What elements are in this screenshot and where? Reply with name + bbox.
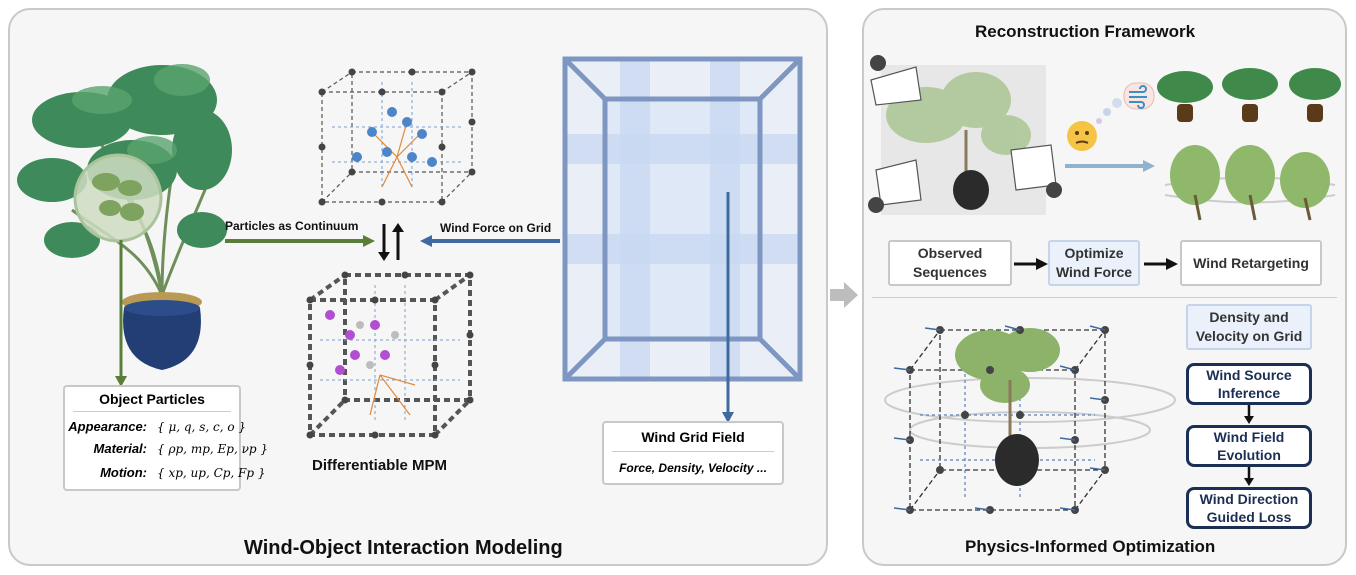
section-divider <box>872 297 1337 298</box>
particle-zoom-circle <box>73 153 163 243</box>
appearance-key: Appearance: <box>68 419 147 434</box>
appearance-value: { μ, q, s, c, o } <box>157 420 246 434</box>
retarget-arrow <box>1065 160 1155 172</box>
blue-left-arrow <box>420 235 560 247</box>
wind-direction-guided-loss-step: Wind Direction Guided Loss <box>1186 487 1312 529</box>
object-particles-title: Object Particles <box>99 391 205 407</box>
wind-source-inference-step: Wind Source Inference <box>1186 363 1312 405</box>
flow-arrow-2 <box>1144 258 1178 270</box>
wind-grid-field-title: Wind Grid Field <box>641 429 745 445</box>
step-arrow-1 <box>1244 405 1254 424</box>
physics-informed-optimization-title: Physics-Informed Optimization <box>965 537 1216 556</box>
material-row: Material: { ρp, mp, Ep, νp } <box>65 441 268 456</box>
observed-sequences-box: Observed Sequences <box>888 240 1012 286</box>
retargeted-plants <box>1157 68 1341 122</box>
wind-grid-box <box>562 56 803 382</box>
object-particles-box: Object Particles Appearance: { μ, q, s, c… <box>63 385 268 491</box>
green-right-arrow <box>225 235 375 247</box>
optimize-wind-force-box: Optimize Wind Force <box>1048 240 1140 286</box>
wind-field-evolution-step: Wind Field Evolution <box>1186 425 1312 467</box>
particle-grid-cube-top <box>318 68 476 206</box>
material-key: Material: <box>93 441 147 456</box>
motion-row: Motion: { xp, up, Cp, Fp } <box>65 465 266 480</box>
particles-as-continuum-label: Particles as Continuum <box>225 219 359 233</box>
differentiable-mpm-label: Differentiable MPM <box>312 457 448 474</box>
wind-icon <box>1123 82 1155 110</box>
density-velocity-box: Density and Velocity on Grid <box>1186 304 1312 350</box>
panel-connector-arrow <box>830 282 858 308</box>
green-down-arrow <box>115 240 127 387</box>
motion-value: { xp, up, Cp, Fp } <box>157 466 266 480</box>
flow-arrow-1 <box>1014 258 1048 270</box>
reconstruction-framework-title: Reconstruction Framework <box>975 22 1196 41</box>
appearance-row: Appearance: { μ, q, s, c, o } <box>65 419 246 434</box>
wind-grid-field-box: Wind Grid Field Force, Density, Velocity… <box>602 421 784 485</box>
bidirectional-arrows <box>378 223 404 261</box>
wind-grid-field-subtitle: Force, Density, Velocity ... <box>619 461 767 475</box>
wind-grid-down-arrow <box>722 192 734 423</box>
thinking-emoji <box>1067 121 1097 151</box>
mpm-grid-cube <box>306 271 474 439</box>
motion-key: Motion: <box>100 465 147 480</box>
retargeted-trees <box>1164 145 1336 221</box>
wind-retargeting-box: Wind Retargeting <box>1180 240 1322 286</box>
thought-bubbles <box>1096 98 1122 124</box>
wind-force-on-grid-label: Wind Force on Grid <box>440 221 552 235</box>
step-arrow-2 <box>1244 467 1254 486</box>
physics-grid-illustration <box>884 325 1176 514</box>
observed-scene-illustration <box>868 55 1062 215</box>
left-panel-title: Wind-Object Interaction Modeling <box>244 537 563 559</box>
material-value: { ρp, mp, Ep, νp } <box>157 442 268 456</box>
